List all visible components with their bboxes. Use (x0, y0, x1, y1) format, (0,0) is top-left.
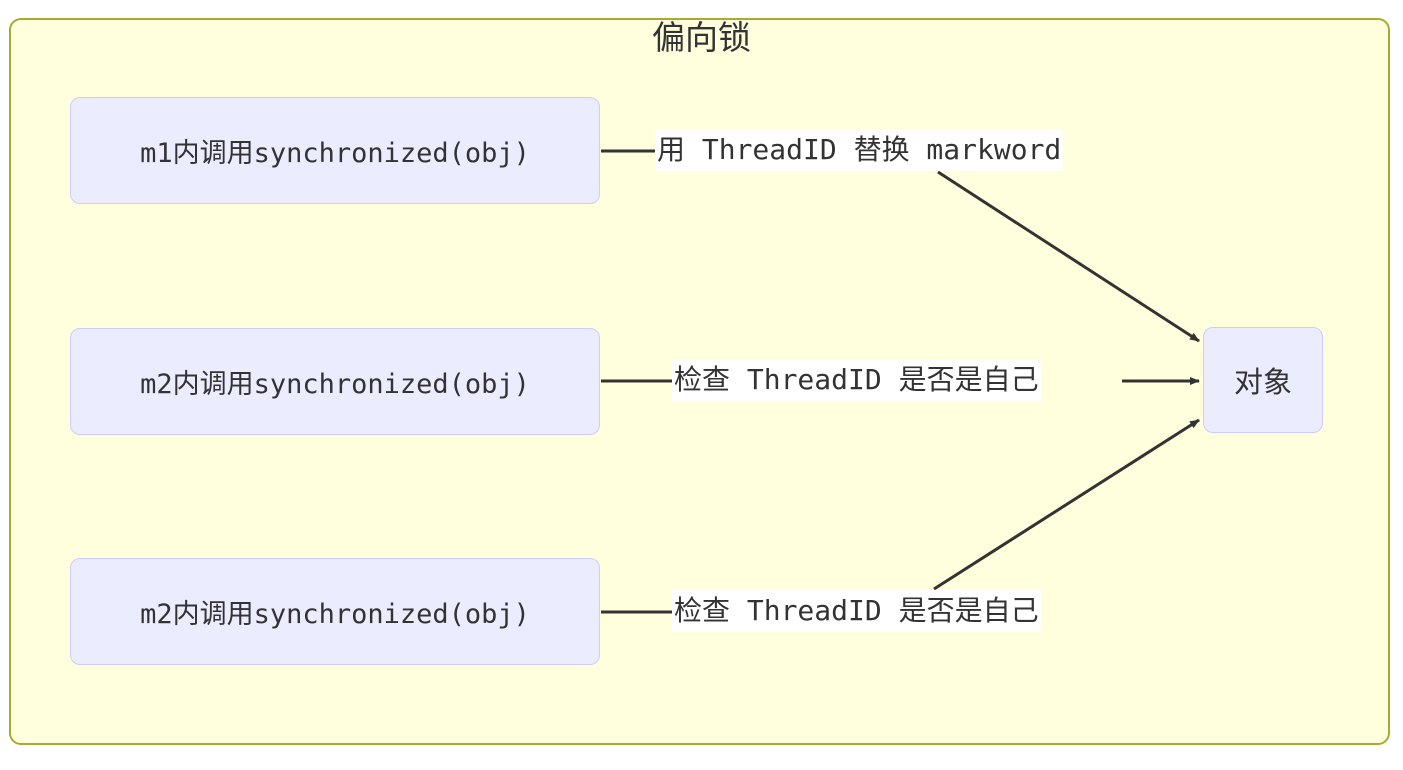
node-m2b[interactable]: m2内调用synchronized(obj) (70, 558, 600, 665)
diagram-title: 偏向锁 (652, 18, 751, 57)
node-m1[interactable]: m1内调用synchronized(obj) (70, 97, 600, 204)
edge-label-check-threadid-1: 检查 ThreadID 是否是自己 (672, 359, 1041, 401)
edge-label-replace-markword: 用 ThreadID 替换 markword (655, 129, 1064, 171)
node-m2a[interactable]: m2内调用synchronized(obj) (70, 328, 600, 435)
node-object[interactable]: 对象 (1203, 327, 1323, 433)
edge-label-check-threadid-2: 检查 ThreadID 是否是自己 (672, 590, 1041, 632)
